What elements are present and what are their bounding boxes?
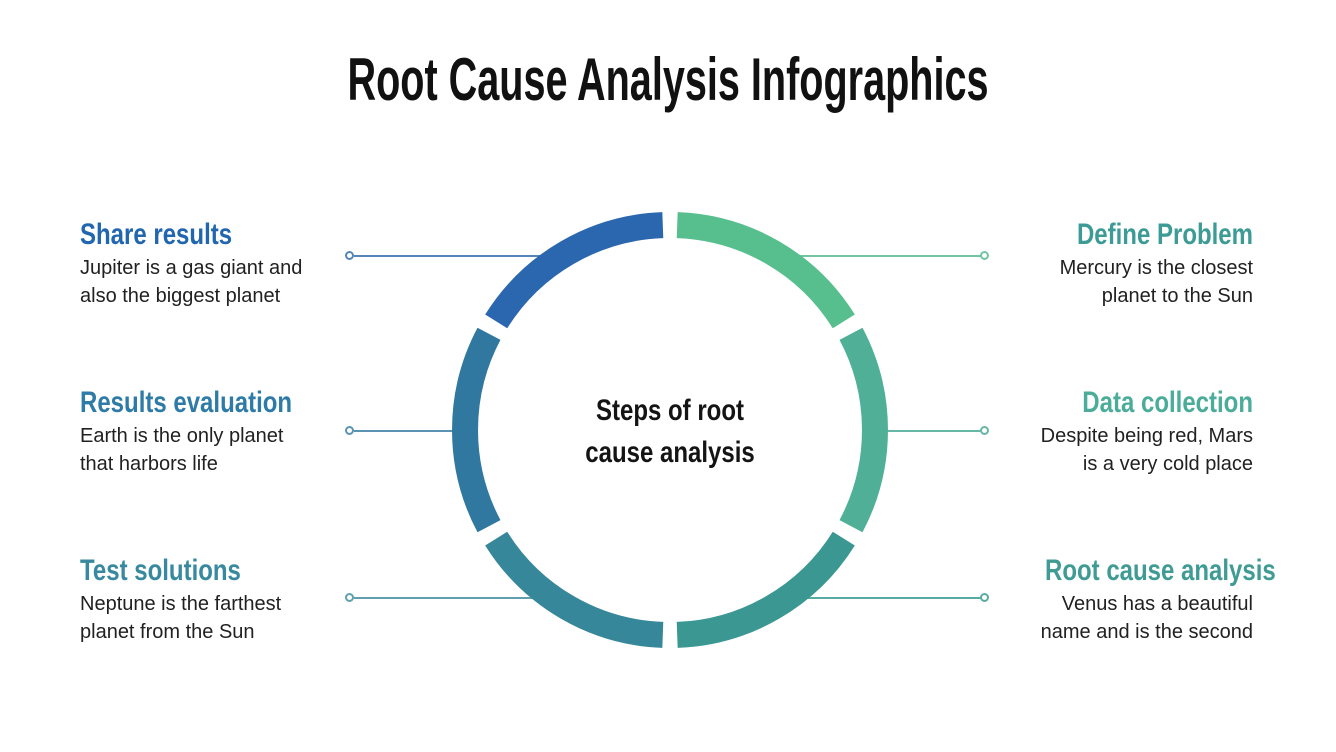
step-heading: Define Problem — [1076, 218, 1253, 251]
step-description-line2: is a very cold place — [1082, 453, 1253, 475]
step-description-line1: Mercury is the closest — [1059, 257, 1253, 279]
step-description-line1: Neptune is the farthest — [80, 593, 282, 615]
step-data-collection: Data collection Despite being red, Mars … — [993, 386, 1253, 478]
step-description-line1: Despite being red, Mars — [1040, 425, 1253, 447]
center-label-line1: Steps of root — [596, 394, 744, 427]
connector-dot-root-cause-analysis — [980, 593, 989, 602]
step-description: Despite being red, Mars is a very cold p… — [993, 422, 1253, 478]
step-root-cause-analysis: Root cause analysis Venus has a beautifu… — [993, 554, 1276, 646]
connector-dot-results-evaluation — [345, 426, 354, 435]
step-description-line2: also the biggest planet — [80, 285, 281, 307]
connector-line-share-results — [354, 254, 670, 257]
step-define-problem: Define Problem Mercury is the closest pl… — [993, 218, 1253, 310]
connector-dot-share-results — [345, 251, 354, 260]
step-description: Jupiter is a gas giant and also the bigg… — [80, 254, 342, 310]
page-title: Root Cause Analysis Infographics — [347, 46, 989, 113]
connector-dot-define-problem — [980, 251, 989, 260]
connector-dot-test-solutions — [345, 593, 354, 602]
step-heading: Share results — [80, 218, 233, 251]
center-label: Steps of root cause analysis — [550, 390, 790, 474]
step-description: Mercury is the closest planet to the Sun — [993, 254, 1253, 310]
step-description-line1: Jupiter is a gas giant and — [80, 257, 303, 279]
connector-dot-data-collection — [980, 426, 989, 435]
step-heading: Test solutions — [80, 554, 241, 587]
step-heading: Data collection — [1082, 386, 1253, 419]
step-description: Neptune is the farthest planet from the … — [80, 590, 342, 646]
step-description-line1: Venus has a beautiful — [1061, 593, 1253, 615]
step-description-line2: name and is the second — [1040, 621, 1253, 643]
ring-segment-results-evaluation — [452, 327, 501, 533]
ring-segment-test-solutions — [485, 531, 664, 648]
step-share-results: Share results Jupiter is a gas giant and… — [80, 218, 342, 310]
connector-line-test-solutions — [354, 596, 670, 599]
step-results-evaluation: Results evaluation Earth is the only pla… — [80, 386, 342, 478]
ring-inner-disc — [477, 237, 863, 623]
step-description-line2: that harbors life — [80, 453, 218, 475]
step-heading: Results evaluation — [80, 386, 293, 419]
ring-segment-root-cause-analysis — [676, 531, 855, 648]
connector-line-define-problem — [670, 254, 981, 257]
step-description-line1: Earth is the only planet — [80, 425, 284, 447]
ring-segment-define-problem — [676, 212, 855, 329]
center-label-line2: cause analysis — [585, 436, 755, 469]
step-test-solutions: Test solutions Neptune is the farthest p… — [80, 554, 342, 646]
step-description-line2: planet to the Sun — [1101, 285, 1253, 307]
connector-line-root-cause-analysis — [670, 596, 981, 599]
ring-segment-data-collection — [839, 327, 888, 533]
step-heading: Root cause analysis — [1045, 554, 1276, 587]
step-description: Venus has a beautiful name and is the se… — [993, 590, 1253, 646]
ring-segment-share-results — [485, 212, 664, 329]
segmented-ring-diagram — [452, 212, 888, 648]
step-description: Earth is the only planet that harbors li… — [80, 422, 342, 478]
step-description-line2: planet from the Sun — [80, 621, 255, 643]
